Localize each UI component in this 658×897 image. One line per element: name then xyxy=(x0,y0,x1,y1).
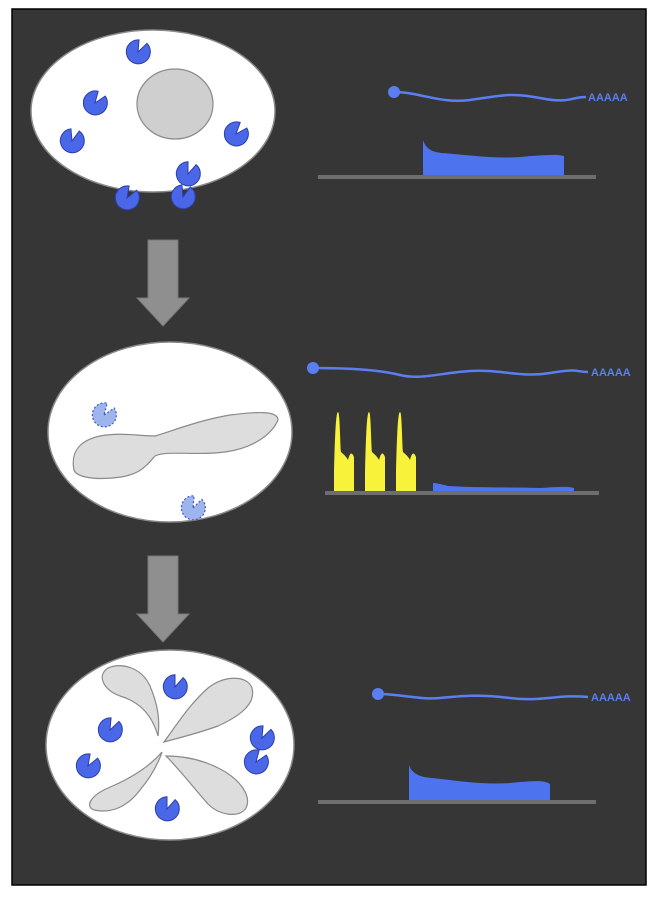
mrna-strand xyxy=(393,90,587,103)
translation-profile xyxy=(409,765,550,802)
profile-baseline xyxy=(318,175,596,179)
polya-tail-label: AAAAA xyxy=(591,367,631,379)
stage-2-organelle xyxy=(72,412,279,480)
stage-1-nucleus xyxy=(136,68,214,140)
stage-2-group: AAAAA xyxy=(47,341,631,525)
stage-3-petal xyxy=(89,751,163,812)
mrna-strand xyxy=(312,366,589,378)
polysome-peaks xyxy=(334,412,416,492)
stage-3-petal xyxy=(162,677,254,744)
translation-profile xyxy=(423,140,564,177)
profile-baseline xyxy=(325,491,599,495)
down-arrow-icon xyxy=(135,555,191,643)
down-arrow-icon xyxy=(135,239,191,327)
polysome-peak xyxy=(396,412,416,492)
mrna-strand xyxy=(377,692,589,701)
stage-3-petal xyxy=(101,665,160,737)
stage-1-group: AAAAA xyxy=(30,29,628,215)
polysome-peak xyxy=(365,412,385,492)
polysome-peak xyxy=(334,412,354,492)
polya-tail-label: AAAAA xyxy=(591,692,631,704)
profile-baseline xyxy=(318,800,596,804)
stage-3-petal xyxy=(164,755,249,815)
polya-tail-label: AAAAA xyxy=(588,92,628,104)
translation-profile xyxy=(433,483,574,493)
stage-3-group: AAAAA xyxy=(45,649,631,841)
